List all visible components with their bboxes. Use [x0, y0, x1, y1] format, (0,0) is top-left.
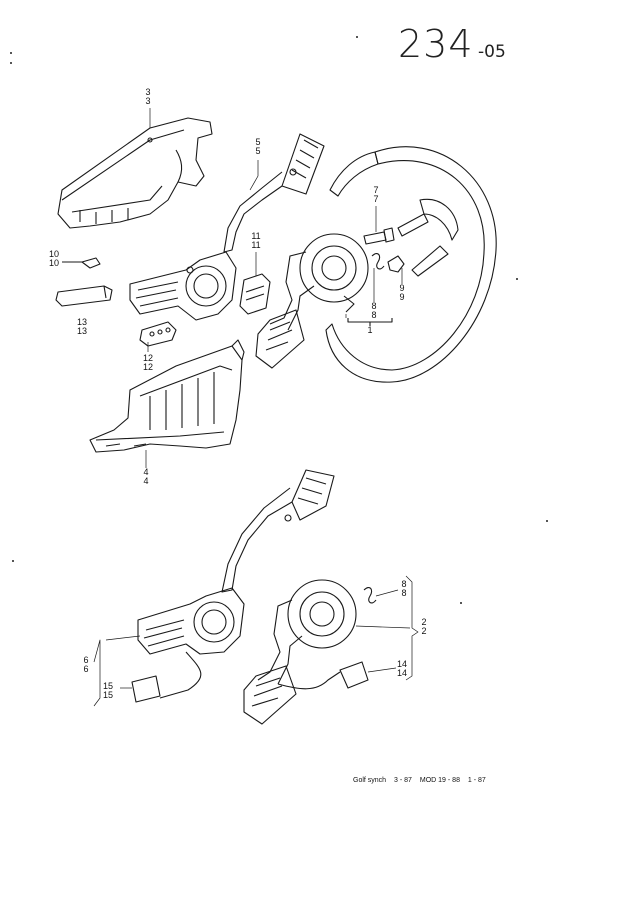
- steering-wheel: [325, 146, 497, 383]
- bolt-part-7: [363, 227, 395, 245]
- page-suffix: -05: [478, 42, 506, 62]
- scan-dot: [546, 520, 548, 522]
- scan-dot: [460, 602, 462, 604]
- clip-part-9: [387, 255, 405, 273]
- wiper-switch-right: [255, 233, 369, 369]
- lower-column-shroud: [89, 339, 245, 453]
- callout-1: 1: [367, 325, 373, 335]
- turn-signal-lever: [223, 133, 325, 253]
- scan-dot: [10, 62, 12, 64]
- switch-assembly-left: [129, 251, 237, 321]
- plug-part-12: [139, 321, 177, 347]
- footer-date-2: 1 - 87: [467, 777, 486, 784]
- spring-part-8: [371, 253, 385, 270]
- leader-lines: [93, 108, 419, 707]
- bracket-part-1: [347, 318, 393, 326]
- lower-switch-assembly-left: [131, 469, 335, 703]
- footer-reference: Golf synch 3 - 87 MOD 19 - 88 1 - 87: [353, 777, 492, 784]
- upper-column-shroud: [57, 117, 213, 229]
- scan-dot: [516, 278, 518, 280]
- footer-model: Golf synch: [353, 777, 387, 784]
- footer-date-1: 3 - 87: [394, 777, 412, 784]
- lower-wiper-switch-right: [243, 579, 369, 725]
- scan-dot: [10, 52, 12, 54]
- connector-part-11: [239, 273, 271, 315]
- screw-part-10: [62, 257, 101, 269]
- scan-dot: [356, 36, 358, 38]
- spring-part-8-lower: [363, 587, 377, 604]
- scan-dot: [12, 560, 14, 562]
- clip-part-13: [55, 285, 113, 307]
- footer-code: MOD 19 - 88: [419, 777, 460, 784]
- page-number: 234: [398, 22, 474, 66]
